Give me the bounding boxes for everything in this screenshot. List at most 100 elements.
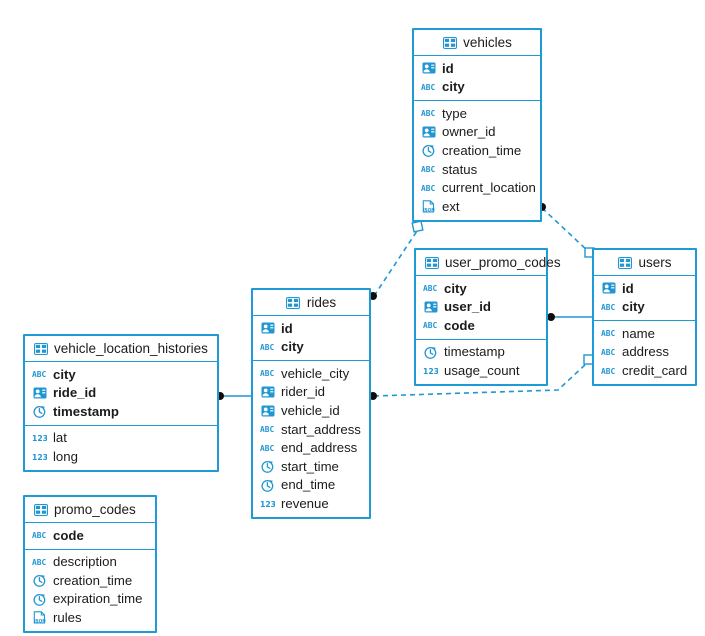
table-header-users[interactable]: users	[594, 250, 695, 276]
field-row[interactable]: ride_id	[25, 384, 217, 403]
field-row[interactable]: ABC city	[25, 365, 217, 384]
table-name-label: promo_codes	[54, 502, 136, 517]
field-row[interactable]: timestamp	[25, 402, 217, 421]
table-header-promo-codes[interactable]: promo_codes	[25, 497, 155, 523]
field-row[interactable]: vehicle_id	[253, 401, 369, 420]
table-user-promo-codes[interactable]: user_promo_codes ABC city user_id ABC co…	[414, 248, 561, 386]
field-row[interactable]: ABC type	[414, 104, 540, 123]
clock-icon	[260, 478, 275, 492]
field-row[interactable]: 123 long	[25, 447, 217, 466]
123-number-icon: 123	[32, 431, 47, 445]
field-name: type	[442, 105, 467, 121]
field-row[interactable]: ABC credit_card	[594, 361, 695, 380]
field-name: end_address	[281, 440, 358, 456]
field-row[interactable]: JSON rules	[25, 608, 155, 627]
field-name: id	[442, 60, 454, 76]
field-row[interactable]: ABC city	[414, 78, 540, 97]
field-row[interactable]: ABC current_location	[414, 179, 540, 198]
svg-text:ABC: ABC	[601, 303, 615, 312]
fields-section: ABC vehicle_city rider_id vehicle_id ABC	[253, 361, 369, 517]
table-name-label: vehicles	[463, 35, 512, 50]
svg-text:JSON: JSON	[422, 207, 435, 212]
field-row[interactable]: timestamp	[416, 343, 546, 362]
table-name-label: users	[638, 255, 672, 270]
clock-icon	[32, 573, 47, 587]
svg-text:ABC: ABC	[32, 531, 46, 540]
relationship-userpromocodes-users[interactable]	[547, 313, 593, 321]
field-row[interactable]: ABC code	[25, 526, 155, 545]
field-name: status	[442, 161, 478, 177]
field-row[interactable]: ABC status	[414, 160, 540, 179]
field-row[interactable]: ABC city	[253, 338, 369, 357]
table-vehicles[interactable]: vehicles id ABC city ABC type	[412, 28, 542, 222]
primary-key-section: ABC city ride_id timestamp	[25, 362, 217, 426]
abc-text-icon: ABC	[601, 345, 616, 359]
table-vehicle-location-histories[interactable]: vehicle_location_histories ABC city ride…	[23, 334, 219, 472]
field-row[interactable]: id	[594, 279, 695, 298]
table-rides[interactable]: rides id ABC city ABC vehicle_city	[251, 288, 371, 519]
svg-text:ABC: ABC	[421, 165, 435, 174]
clock-icon	[260, 459, 275, 473]
svg-text:123: 123	[260, 499, 275, 508]
field-name: start_address	[281, 421, 361, 437]
field-row[interactable]: creation_time	[414, 141, 540, 160]
abc-text-icon: ABC	[421, 80, 436, 94]
field-name: rider_id	[281, 384, 325, 400]
table-users[interactable]: users id ABC city ABC name	[592, 248, 697, 386]
fields-section: timestamp 123 usage_count	[416, 340, 546, 384]
field-name: lat	[53, 430, 67, 446]
table-header-vehicle-location-histories[interactable]: vehicle_location_histories	[25, 336, 217, 362]
svg-text:ABC: ABC	[601, 329, 615, 338]
field-row[interactable]: ABC name	[594, 324, 695, 343]
field-row[interactable]: ABC code	[416, 316, 546, 335]
primary-key-section: ABC city user_id ABC code	[416, 276, 546, 340]
field-name: creation_time	[53, 572, 133, 588]
table-header-vehicles[interactable]: vehicles	[414, 30, 540, 56]
123-number-icon: 123	[423, 364, 438, 378]
id-card-icon	[423, 300, 438, 314]
field-name: usage_count	[444, 363, 520, 379]
field-row[interactable]: 123 revenue	[253, 494, 369, 513]
field-row[interactable]: ABC city	[416, 279, 546, 298]
relationship-vlh-rides[interactable]	[216, 392, 252, 400]
table-header-user-promo-codes[interactable]: user_promo_codes	[416, 250, 561, 276]
field-name: city	[622, 299, 645, 315]
field-name: credit_card	[622, 363, 688, 379]
field-row[interactable]: end_time	[253, 476, 369, 495]
abc-text-icon: ABC	[32, 528, 47, 542]
table-promo-codes[interactable]: promo_codes ABC code ABC description	[23, 495, 157, 633]
field-row[interactable]: owner_id	[414, 123, 540, 142]
field-row[interactable]: user_id	[416, 298, 546, 317]
field-row[interactable]: id	[253, 319, 369, 338]
field-row[interactable]: id	[414, 59, 540, 78]
fields-section: ABC name ABC address ABC credit_card	[594, 321, 695, 384]
fields-section: ABC type owner_id creation_time ABC	[414, 101, 540, 220]
field-name: expiration_time	[53, 591, 143, 607]
clock-icon	[32, 592, 47, 606]
field-name: description	[53, 554, 117, 570]
field-row[interactable]: expiration_time	[25, 590, 155, 609]
field-row[interactable]: ABC city	[594, 298, 695, 317]
field-row[interactable]: ABC vehicle_city	[253, 364, 369, 383]
fields-section: 123 lat 123 long	[25, 426, 217, 470]
field-row[interactable]: ABC address	[594, 343, 695, 362]
field-row[interactable]: rider_id	[253, 383, 369, 402]
primary-key-section: ABC code	[25, 523, 155, 550]
field-row[interactable]: creation_time	[25, 571, 155, 590]
field-row[interactable]: ABC start_address	[253, 420, 369, 439]
field-row[interactable]: 123 lat	[25, 429, 217, 448]
table-header-rides[interactable]: rides	[253, 290, 369, 316]
table-grid-icon	[286, 296, 301, 310]
field-row[interactable]: 123 usage_count	[416, 361, 546, 380]
svg-text:ABC: ABC	[32, 558, 46, 567]
field-row[interactable]: start_time	[253, 457, 369, 476]
field-name: city	[281, 339, 304, 355]
primary-key-section: id ABC city	[594, 276, 695, 322]
table-name-label: vehicle_location_histories	[54, 341, 208, 356]
field-row[interactable]: ABC end_address	[253, 439, 369, 458]
field-row[interactable]: ABC description	[25, 553, 155, 572]
field-row[interactable]: JSON ext	[414, 197, 540, 216]
id-card-icon	[260, 404, 275, 418]
abc-text-icon: ABC	[421, 181, 436, 195]
svg-text:ABC: ABC	[32, 370, 46, 379]
